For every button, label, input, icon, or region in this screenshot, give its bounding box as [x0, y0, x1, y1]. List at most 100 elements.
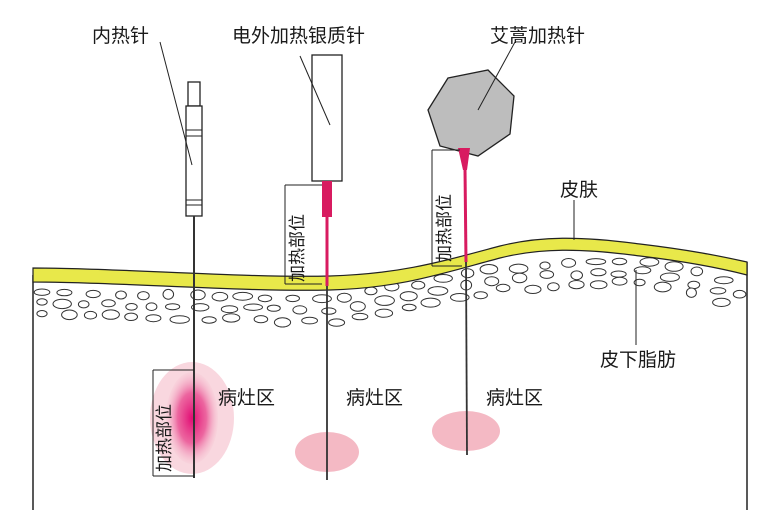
- fat-cell: [83, 310, 98, 320]
- fat-cell: [162, 288, 175, 300]
- fat-cell: [124, 312, 139, 321]
- fat-cell: [633, 266, 652, 275]
- fat-cell: [36, 298, 48, 306]
- fat-cell: [336, 292, 352, 303]
- fat-cell: [589, 280, 608, 290]
- label-skin: 皮肤: [560, 179, 598, 201]
- fat-cell: [36, 310, 48, 318]
- fat-cell: [273, 317, 292, 328]
- fat-cell: [125, 303, 138, 311]
- label-heating-site-3: 加热部位: [435, 194, 455, 262]
- fat-cell: [687, 280, 701, 290]
- fat-cell: [328, 318, 346, 327]
- fat-cell: [450, 293, 470, 302]
- electric-silver-needle: [284, 54, 359, 480]
- fat-cell: [266, 304, 281, 312]
- fat-cell: [611, 276, 628, 286]
- fat-cell: [190, 289, 206, 301]
- fat-cell: [257, 294, 273, 303]
- fat-cell: [653, 281, 672, 293]
- fat-cell: [568, 280, 585, 290]
- fat-cell: [561, 258, 577, 268]
- fat-cell: [539, 261, 551, 270]
- fat-cell: [659, 272, 680, 282]
- fat-cell: [351, 312, 369, 321]
- fat-cell: [714, 276, 734, 285]
- fat-cell: [484, 276, 500, 287]
- fat-cell: [399, 291, 418, 302]
- fat-cell: [292, 305, 308, 315]
- fat-cell: [52, 298, 72, 310]
- label-internal-heating-needle: 内热针: [92, 25, 149, 47]
- fat-cell: [511, 272, 528, 284]
- fat-cell: [712, 297, 731, 307]
- label-lesion-area-2: 病灶区: [346, 387, 403, 409]
- fat-cell: [137, 291, 150, 301]
- fat-cell: [590, 268, 607, 277]
- fat-cell: [479, 264, 499, 275]
- fat-cell: [243, 303, 264, 311]
- subcutaneous-fat-layer: [33, 257, 747, 328]
- fat-cell: [610, 270, 627, 278]
- label-heating-site-2: 加热部位: [288, 214, 308, 282]
- fat-cell: [633, 278, 646, 287]
- fat-cell: [685, 287, 697, 298]
- fat-cell: [570, 270, 584, 281]
- fat-cell: [312, 294, 332, 304]
- fat-cell: [349, 301, 366, 312]
- fat-cell: [145, 302, 158, 312]
- fat-cell: [374, 308, 394, 318]
- fat-cell: [301, 316, 319, 325]
- fat-cell: [165, 303, 181, 311]
- fat-cell: [611, 257, 628, 266]
- fat-cell: [585, 258, 607, 266]
- label-lesion-area-3: 病灶区: [486, 387, 543, 409]
- fat-cell: [495, 283, 511, 293]
- fat-cell: [321, 307, 337, 315]
- fat-cell: [33, 288, 51, 296]
- fat-cell: [411, 280, 426, 290]
- label-electric-silver-needle: 电外加热银质针: [232, 25, 365, 47]
- fat-cell: [222, 313, 241, 323]
- fat-cell: [115, 290, 127, 300]
- fat-cell: [211, 291, 229, 302]
- fat-cell: [427, 286, 449, 296]
- fat-cell: [547, 282, 560, 292]
- skin-layer: [32, 237, 748, 291]
- fat-cell: [101, 309, 120, 320]
- fat-cell: [56, 288, 73, 297]
- fat-cell: [85, 289, 101, 299]
- moxa-ball: [427, 69, 515, 157]
- fat-cell: [61, 309, 78, 321]
- moxa-heated-needle: [427, 41, 516, 456]
- label-moxa-heated-needle: 艾蒿加热针: [490, 25, 585, 47]
- fat-cell: [101, 299, 116, 308]
- label-lesion-area-1: 病灶区: [218, 387, 275, 409]
- fat-cell: [433, 274, 453, 283]
- fat-cell: [77, 300, 90, 309]
- fat-cell: [524, 284, 542, 294]
- fat-cell: [232, 291, 254, 301]
- fat-cell: [460, 268, 475, 279]
- fat-cell: [639, 257, 660, 267]
- internal-heating-needle: [150, 41, 234, 478]
- fat-cell: [201, 316, 217, 324]
- fat-cell: [508, 263, 529, 274]
- fat-cell: [220, 305, 239, 314]
- fat-cell: [709, 287, 727, 295]
- fat-cell: [191, 303, 210, 312]
- fat-cell: [420, 297, 441, 308]
- fat-cell: [539, 270, 555, 279]
- fat-cell: [401, 303, 417, 312]
- fat-cell: [374, 295, 395, 306]
- fat-cell: [690, 266, 704, 277]
- fat-cell: [145, 314, 162, 323]
- fat-cell: [169, 315, 190, 324]
- fat-cell: [664, 261, 684, 272]
- label-subcutaneous-fat: 皮下脂肪: [600, 349, 676, 371]
- fat-cell: [732, 289, 747, 299]
- fat-cell: [285, 294, 301, 303]
- fat-cell: [473, 291, 488, 300]
- tissue-outline: [32, 262, 748, 510]
